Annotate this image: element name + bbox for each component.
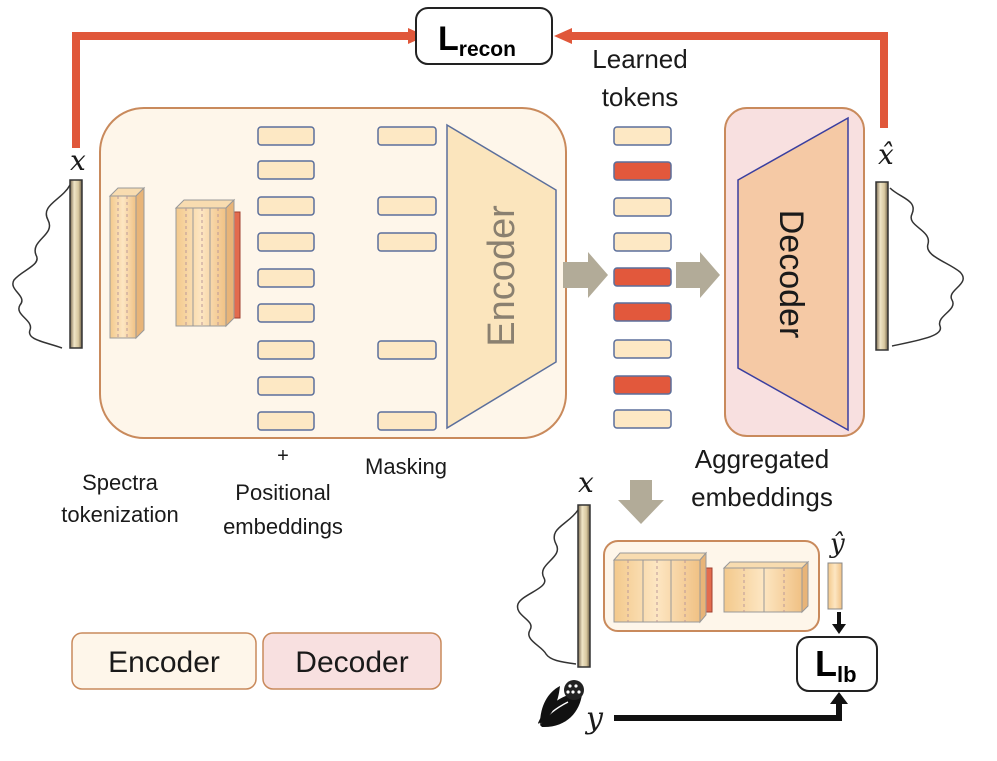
legend-decoder-label: Decoder xyxy=(295,646,408,679)
masked-token-column xyxy=(377,126,437,431)
legend-encoder-swatch xyxy=(71,632,257,690)
downstream-tokenized-stack xyxy=(612,551,713,624)
positional-line1: Positional xyxy=(235,480,330,505)
positional-token-column xyxy=(257,126,315,431)
spectra-tokenization-stack xyxy=(108,186,146,340)
legend: Encoder Decoder xyxy=(71,632,442,690)
reconstructed-waveform-icon xyxy=(889,187,964,347)
visible-masked-token xyxy=(377,411,437,431)
recon-arrowhead-right xyxy=(554,28,572,44)
x-lower-label: x xyxy=(578,466,594,499)
aggregated-line2: embeddings xyxy=(691,482,833,512)
l-recon-sub: recon xyxy=(459,38,516,61)
aggregated-line1: Aggregated xyxy=(695,444,829,474)
learned-tokens-line2: tokens xyxy=(602,82,679,112)
l-lb-box: Llb xyxy=(796,636,878,692)
learned-token xyxy=(613,197,672,217)
positional-token xyxy=(257,376,315,396)
positional-token xyxy=(257,126,315,146)
spectra-tokenization-line2: tokenization xyxy=(61,502,178,527)
visible-masked-token xyxy=(377,340,437,360)
learned-token xyxy=(613,409,672,429)
decoder-block-label: Decoder xyxy=(772,210,810,339)
l-lb-sub: lb xyxy=(837,662,857,687)
reconstructed-spectrum-bar xyxy=(875,181,889,351)
tokenized-patches-stack xyxy=(174,198,241,328)
masking-label: Masking xyxy=(365,454,447,479)
arrow-y-to-loss xyxy=(614,702,842,721)
downstream-pooled-stack xyxy=(722,560,810,614)
recon-arrow-left xyxy=(72,32,410,148)
spectrum-waveform-icon xyxy=(12,184,71,349)
positional-token xyxy=(257,196,315,216)
learned-token xyxy=(613,232,672,252)
l-recon-box: Lrecon xyxy=(415,7,553,65)
positional-line2: embeddings xyxy=(223,514,343,539)
lower-spectrum-waveform-icon xyxy=(516,509,579,665)
visible-masked-token xyxy=(377,232,437,252)
learned-tokens-line1: Learned xyxy=(592,44,687,74)
learned-mask-token xyxy=(613,375,672,395)
positional-token xyxy=(257,303,315,323)
encoder-trapezoid xyxy=(446,123,557,430)
learned-mask-token xyxy=(613,302,672,322)
learned-token-column xyxy=(613,126,672,429)
legend-encoder-label: Encoder xyxy=(108,646,220,679)
arrow-encoder-to-tokens xyxy=(563,252,608,298)
positional-token xyxy=(257,268,315,288)
learned-token xyxy=(613,126,672,146)
arrow-tokens-to-decoder xyxy=(676,252,720,298)
x-input-label: x xyxy=(70,144,86,177)
legend-decoder-swatch xyxy=(262,632,442,690)
positional-token xyxy=(257,160,315,180)
spectra-tokenization-line1: Spectra xyxy=(82,470,159,495)
positional-token xyxy=(257,411,315,431)
svg-text:Llb: Llb xyxy=(815,643,857,687)
recon-arrow-right xyxy=(570,32,888,128)
y-hat-label: ŷ xyxy=(829,529,845,559)
plus-sign: + xyxy=(277,445,289,467)
leaf-seed-icon xyxy=(537,680,584,728)
arrow-down-aggregated xyxy=(618,480,664,524)
input-spectrum-bar xyxy=(69,179,83,349)
learned-token xyxy=(613,339,672,359)
learned-mask-token xyxy=(613,267,672,287)
visible-masked-token xyxy=(377,126,437,146)
l-lb-main: L xyxy=(815,643,837,684)
y-label: y xyxy=(584,701,604,736)
positional-token xyxy=(257,232,315,252)
l-recon-main: L xyxy=(438,20,459,58)
svg-text:Lrecon: Lrecon xyxy=(438,20,516,61)
encoder-block-label: Encoder xyxy=(481,205,523,347)
decoder-trapezoid xyxy=(737,116,849,432)
x-hat-label: x̂ xyxy=(878,138,894,171)
positional-token xyxy=(257,340,315,360)
visible-masked-token xyxy=(377,196,437,216)
learned-mask-token xyxy=(613,161,672,181)
lower-spectrum-bar xyxy=(577,504,591,668)
prediction-bar xyxy=(827,562,843,610)
